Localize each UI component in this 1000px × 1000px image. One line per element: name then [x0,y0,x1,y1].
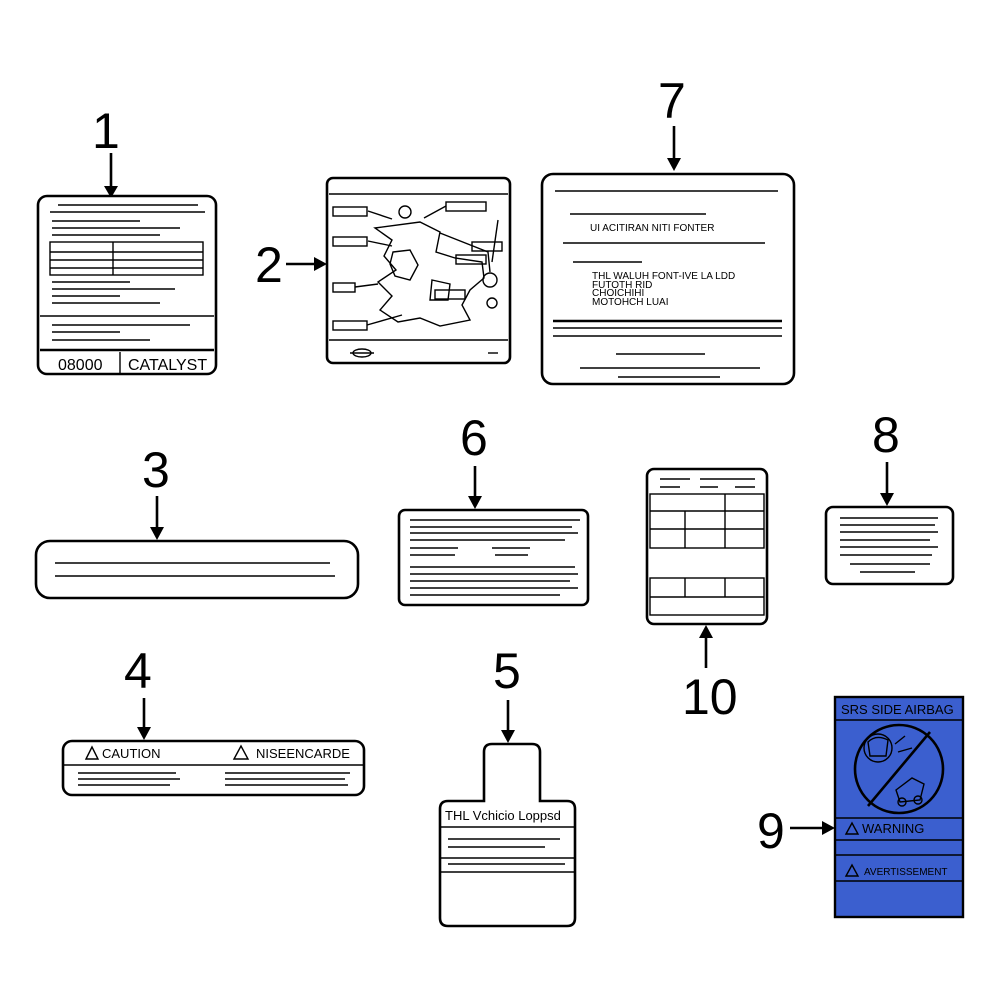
label-1-catalyst: CATALYST [128,357,207,374]
label-2: 2 [255,176,512,365]
label-4: 4 CAUTION NISEENCARDE [61,643,366,797]
callout-10: 10 [682,669,738,725]
arrow-2-head [314,257,327,271]
label-7-line3: FUTOTH RID [592,280,652,291]
label-7-line5: MOTOHCH LUAI [592,297,669,308]
label-1-body [36,194,218,376]
label-6: 6 [397,410,590,607]
callout-3: 3 [142,442,170,498]
label-7-line1: UI ACITIRAN NITI FONTER [590,223,714,234]
label-9-body [833,695,965,919]
callout-7: 7 [658,73,686,129]
label-7-line2: THL WALUH FONT-IVE LA LDD [592,271,735,282]
label-9-warning: WARNING [862,821,924,836]
arrow-10-head [699,625,713,638]
label-5-text: THL Vchicio Loppsd [445,808,561,823]
arrow-1-head [104,186,118,198]
label-6-body [397,508,590,607]
callout-1: 1 [92,103,120,159]
warning-icon [844,821,860,835]
label-9: 9 SRS SIDE AIRBAG WARNING AVERTISSEMENT [757,695,965,919]
label-5: 5 THL Vchicio Loppsd [438,643,577,928]
label-8: 8 [824,407,955,586]
caution-warning-icon [84,745,100,760]
arrow-5-head [501,730,515,743]
arrow-7-head [667,158,681,171]
no-child-seat-icon [853,723,945,815]
label-8-body [824,505,955,586]
label-1: 1 08000 CATALYST [36,103,218,376]
callout-8: 8 [872,407,900,463]
callout-6: 6 [460,410,488,466]
label-2-body [325,176,512,365]
arrow-3-head [150,527,164,540]
label-7: 7 UI ACITIRAN NITI FONTER THL WALUH FONT… [540,73,796,386]
nise-warning-icon [232,744,250,760]
label-3-body [34,539,360,600]
callout-9: 9 [757,803,785,859]
callout-4: 4 [124,643,152,699]
avertissement-icon [844,863,860,877]
label-4-body [61,739,366,797]
arrow-8-head [880,493,894,506]
label-4-caution: CAUTION [102,746,161,761]
label-10: 10 [645,467,769,725]
arrow-4-head [137,727,151,740]
label-4-nise: NISEENCARDE [256,746,350,761]
label-9-title: SRS SIDE AIRBAG [841,702,954,717]
label-1-code: 08000 [58,357,103,374]
label-5-body [438,742,577,928]
label-9-avert: AVERTISSEMENT [864,867,948,878]
callout-5: 5 [493,643,521,699]
arrow-9-head [822,821,835,835]
label-3: 3 [34,442,360,600]
label-10-body [645,467,769,626]
label-7-line4: CHOICHIHI [592,288,644,299]
label-7-body [540,172,796,386]
callout-2: 2 [255,237,283,293]
arrow-6-head [468,496,482,509]
